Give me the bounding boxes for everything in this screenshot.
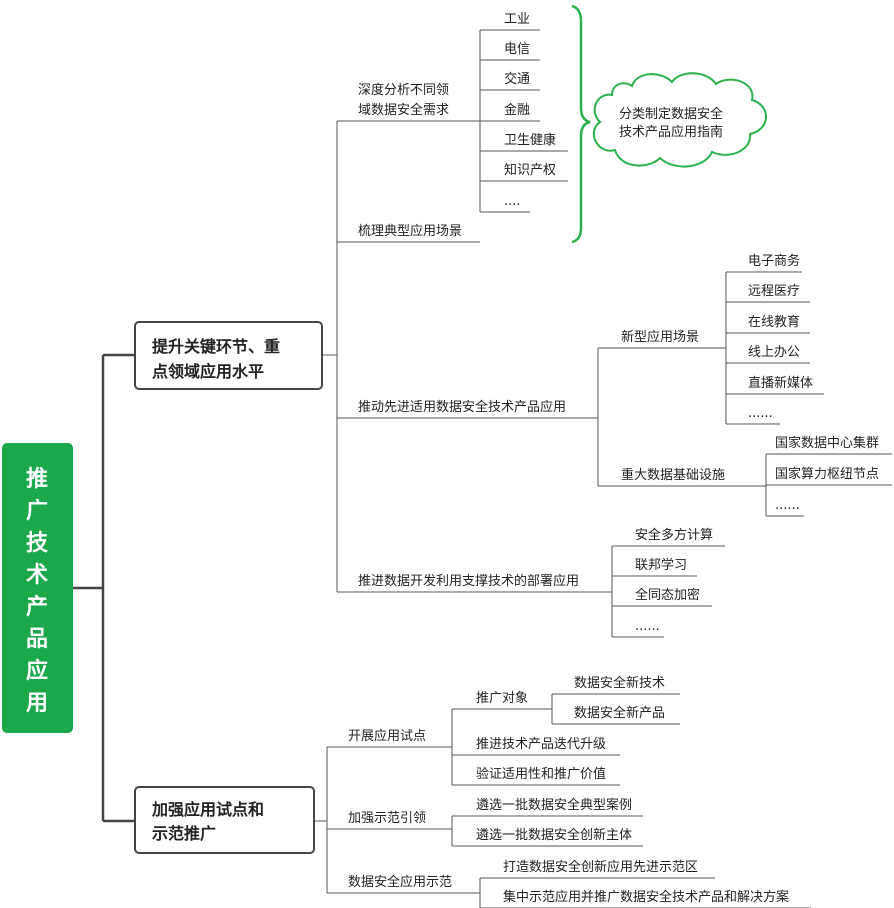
- root-label-char: 推: [26, 467, 48, 492]
- root-label-char: 术: [26, 563, 48, 588]
- item3-label: 推动先进适用数据安全技术产品应用: [358, 399, 566, 415]
- domain-item: ....: [504, 194, 521, 209]
- domains-connector: [479, 29, 568, 213]
- new-scene-item: 线上办公: [748, 345, 800, 360]
- tech-item: 联邦学习: [635, 557, 687, 573]
- item1-label-line2: 域数据安全需求: [358, 102, 449, 118]
- pilot-connector: [451, 708, 620, 786]
- new-scene-item: 直播新媒体: [748, 375, 813, 391]
- root-label-char: 应: [26, 658, 48, 684]
- new-scene-connector: [725, 271, 824, 425]
- root-label-char: 技: [26, 531, 49, 556]
- item2-label: 梳理典型应用场景: [358, 223, 462, 239]
- item4-label: 推进数据开发利用支撑技术的部署应用: [358, 573, 579, 589]
- domain-item: 交通: [504, 71, 530, 87]
- domain-item: 工业: [504, 12, 530, 27]
- promo-item: 数据安全新产品: [574, 705, 665, 721]
- domain-item: 金融: [504, 102, 530, 118]
- cloud-label-line1: 分类制定数据安全: [619, 106, 723, 122]
- domain-item: 电信: [504, 42, 530, 57]
- branch1-label-line2: 点领域应用水平: [152, 362, 264, 381]
- domains-brace: [571, 4, 591, 244]
- guide-connector: [451, 815, 643, 847]
- tech-item: 全同态加密: [635, 587, 700, 603]
- new-scene-item: ......: [748, 406, 773, 421]
- guide-item: 遴选一批数据安全创新主体: [476, 827, 632, 843]
- guide-item: 遴选一批数据安全典型案例: [476, 797, 632, 813]
- item4-connector: [611, 545, 725, 638]
- domain-item: 卫生健康: [504, 132, 556, 148]
- new-scene-item: 电子商务: [748, 253, 800, 269]
- promo-target-label: 推广对象: [476, 691, 528, 706]
- branch2-node: [134, 786, 315, 854]
- branch2-connector: [314, 746, 480, 894]
- branch1-label-line1: 提升关键环节、重: [152, 337, 280, 356]
- infra-item: 国家数据中心集群: [775, 435, 879, 451]
- demo-label: 数据安全应用示范: [348, 874, 452, 890]
- domain-item: 知识产权: [504, 162, 556, 178]
- branch2-label-line1: 加强应用试点和: [151, 800, 264, 819]
- branch2-label-line2: 示范推广: [152, 824, 216, 843]
- root-node: [2, 443, 73, 733]
- root-connector: [73, 353, 135, 823]
- demo-item: 打造数据安全创新应用先进示范区: [503, 859, 698, 875]
- root-label-char: 产: [26, 595, 48, 620]
- cloud-shape: [593, 72, 767, 168]
- demo-connector: [479, 877, 811, 908]
- item1-label-line1: 深度分析不同领: [358, 82, 449, 98]
- branch1-connector: [322, 120, 612, 593]
- infra-connector: [765, 453, 892, 517]
- root-label-char: 广: [26, 498, 48, 524]
- root-label-char: 用: [26, 691, 48, 716]
- cloud-label-line2: 技术产品应用指南: [619, 124, 723, 140]
- root-label-char: 品: [26, 627, 48, 652]
- new-scene-item: 远程医疗: [748, 284, 800, 299]
- promo-item: 数据安全新技术: [574, 675, 665, 691]
- pilot-item: 验证适用性和推广价值: [476, 766, 606, 782]
- pilot-label: 开展应用试点: [348, 728, 426, 744]
- new-scene-label: 新型应用场景: [621, 329, 699, 345]
- infra-item: 国家算力枢纽节点: [775, 466, 879, 482]
- pilot-item: 推进技术产品迭代升级: [476, 737, 606, 752]
- infra-label: 重大数据基础设施: [621, 467, 725, 483]
- new-scene-item: 在线教育: [748, 314, 800, 330]
- item3-connector: [597, 347, 766, 487]
- tech-item: ......: [635, 619, 660, 634]
- tech-item: 安全多方计算: [635, 527, 713, 543]
- promo-connector: [551, 693, 680, 725]
- guide-label: 加强示范引领: [348, 811, 426, 826]
- infra-item: ......: [775, 498, 800, 513]
- demo-item: 集中示范应用并推广数据安全技术产品和解决方案: [503, 889, 789, 905]
